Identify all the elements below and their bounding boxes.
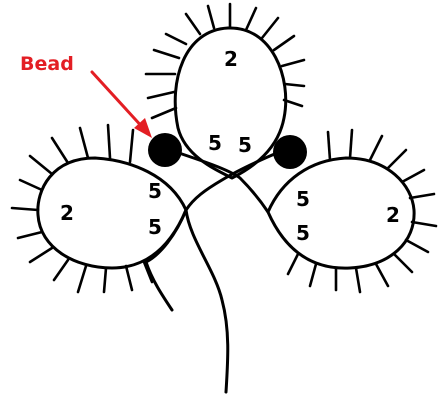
left-ring-picot-count: 2: [60, 201, 74, 225]
stitch-count-right-upper: 5: [296, 187, 310, 211]
tail-thread: [186, 210, 228, 392]
stitch-count-right-lower: 5: [296, 221, 310, 245]
right-ring-picot-count: 2: [386, 203, 400, 227]
bead-left: [148, 133, 182, 167]
bead-annotation: Bead: [20, 53, 152, 138]
stitch-count-top-left: 5: [208, 131, 222, 155]
stitch-count-top-right: 5: [238, 133, 252, 157]
bead-label: Bead: [20, 53, 74, 75]
bead-right: [273, 135, 307, 169]
bead-arrow-shaft: [92, 72, 145, 130]
top-ring-picot-count: 2: [224, 47, 238, 71]
stitch-count-left-lower: 5: [148, 215, 162, 239]
stitch-count-left-upper: 5: [148, 179, 162, 203]
